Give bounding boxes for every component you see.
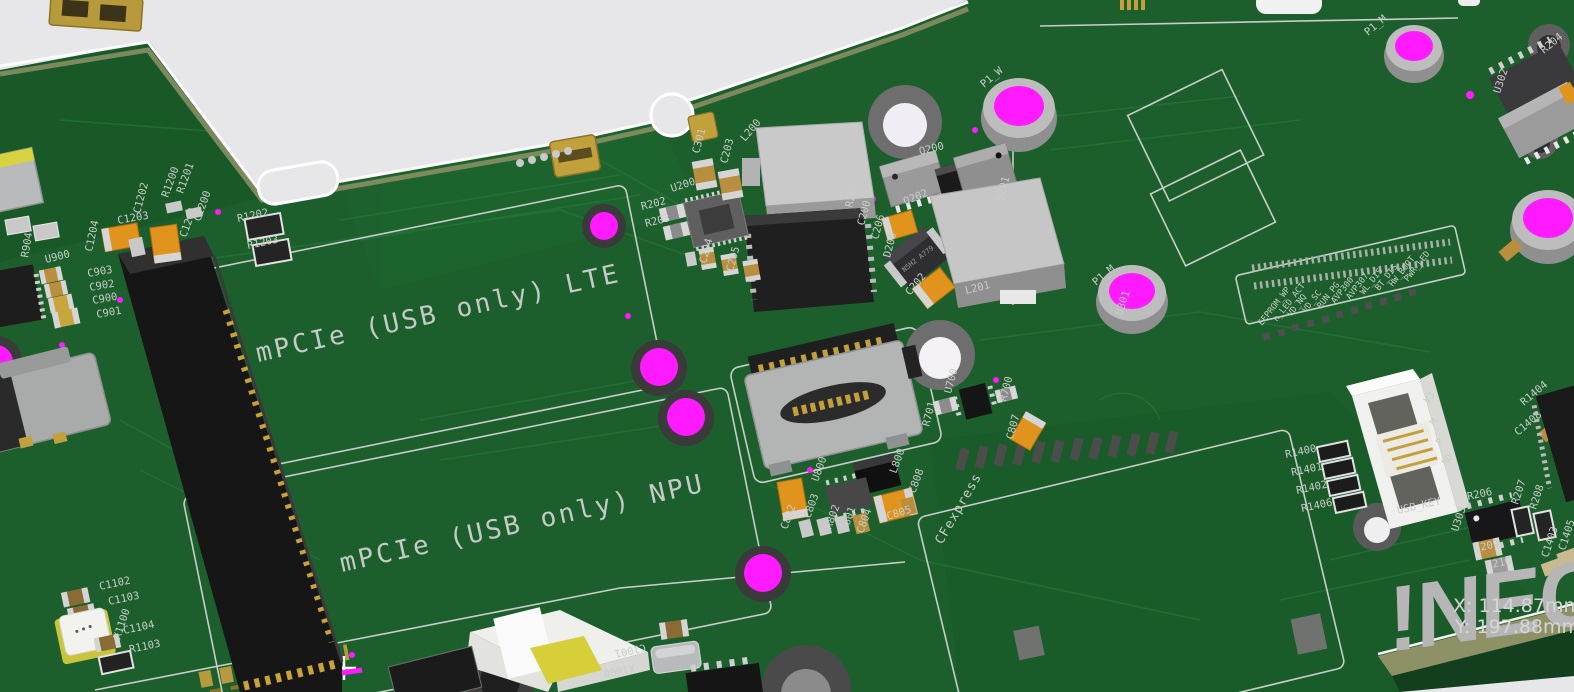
designator-C900: C900 [91, 291, 118, 307]
testpoint-pad [1291, 323, 1300, 332]
designator-P: P [1434, 436, 1446, 448]
designator-Q200: Q200 [918, 140, 945, 158]
testpoint-pad [1321, 315, 1330, 324]
bottom-left-cluster [54, 587, 135, 676]
edge-connector-mid [549, 134, 601, 178]
designator-R904: R904 [19, 232, 35, 259]
testpoint-pad [1379, 297, 1388, 306]
standoff-posts [981, 25, 1574, 334]
usb-key-connector [1346, 369, 1470, 529]
left-edge-ic [0, 264, 47, 328]
smd-pad-row [955, 430, 1179, 471]
testpoint-pad [1350, 306, 1359, 315]
c1201-tantalum-cap [149, 223, 182, 264]
r1400-resistor-array [1315, 439, 1368, 515]
c807-tantalum [1009, 411, 1047, 452]
u200-qfn-ic [682, 186, 750, 252]
designator-C1203: C1203 [116, 210, 149, 227]
sim-holder-left [0, 346, 112, 453]
dark-slot-bottom [387, 645, 483, 692]
u800-soic [825, 471, 873, 521]
designator-M: M [1428, 416, 1440, 428]
micro-sim-holder [744, 322, 923, 477]
x1000-crystal [650, 640, 702, 674]
round-pads-top [516, 147, 572, 167]
small-parts-row [798, 512, 871, 539]
right-edge-parts [1498, 238, 1574, 577]
smd-pad-gray-squares [1013, 613, 1328, 661]
testpoint-pad [1335, 310, 1344, 319]
edge-connector-top-left [48, 0, 144, 32]
inductor-l201 [929, 177, 1066, 308]
testpoint-pad [1364, 301, 1373, 310]
c1001-cap [659, 619, 690, 640]
d200-diode: N5H2 A779 [883, 226, 950, 289]
c204-row-caps [684, 246, 761, 283]
small-chips-c1200 [128, 200, 203, 258]
designator-L201: L201 [964, 279, 991, 297]
panel-notch-slot [256, 160, 340, 206]
c90x-capacitor-cluster [38, 266, 81, 329]
r202-r203-chips [658, 203, 691, 241]
designator-R202: R202 [640, 195, 667, 213]
testpoint-pad [1262, 332, 1271, 341]
u700-cluster [932, 383, 1019, 420]
designator-R206: R206 [1466, 486, 1493, 503]
testpoint-pads [1262, 288, 1417, 341]
top-right-notch [1256, 0, 1480, 14]
designator-C903: C903 [86, 264, 113, 280]
c301-c203-caps [691, 158, 744, 201]
c202-tantalum [911, 266, 956, 310]
cursor-y-readout: Y: 197.88mm [1454, 616, 1574, 638]
ivory-connector-bottom [466, 607, 650, 692]
designator-U900: U900 [44, 248, 71, 266]
designator-C210: C210 [1485, 555, 1512, 572]
bottom-right-corner-edge [1377, 602, 1574, 692]
soic8-bottom-center [685, 656, 765, 692]
testpoint-pad [1393, 293, 1402, 302]
crystal-left-edge [0, 146, 45, 214]
edge-connector-small [687, 111, 719, 143]
designator-C902: C902 [88, 278, 115, 294]
caps-left-top-pair [4, 215, 60, 242]
designator-C901: C901 [95, 305, 122, 321]
magenta-pads [0, 204, 791, 602]
panel-notch-round [649, 92, 695, 138]
cursor-x-readout: X: 114.87mm [1453, 595, 1574, 617]
testpoint-pad [1408, 288, 1417, 297]
testpoint-pad [1306, 319, 1315, 328]
u303-cluster [1464, 492, 1557, 577]
copper-traces [59, 95, 1501, 621]
c206-tantalum [880, 209, 919, 242]
testpoint-pad [1277, 328, 1286, 337]
c802-tantalum [776, 477, 809, 522]
r1202-r1203-chips [243, 211, 293, 268]
u800-cluster [776, 453, 919, 539]
designator-C209: C209 [1473, 538, 1500, 555]
designator-R203: R203 [644, 212, 671, 230]
